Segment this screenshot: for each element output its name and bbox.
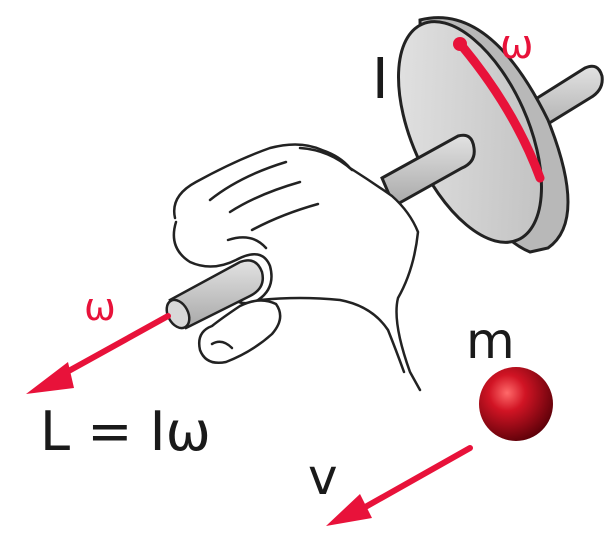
point-mass-ball-icon <box>479 367 553 441</box>
omega-disk-label: ω <box>500 22 534 68</box>
omega-axis-label: ω <box>84 285 116 329</box>
omega-arc-dot <box>453 37 467 51</box>
inertia-label: I <box>372 47 389 112</box>
angular-momentum-label: L = Iω <box>40 400 211 463</box>
velocity-label: v <box>308 448 338 506</box>
velocity-arrow <box>326 448 470 526</box>
mass-label: m <box>466 312 515 370</box>
